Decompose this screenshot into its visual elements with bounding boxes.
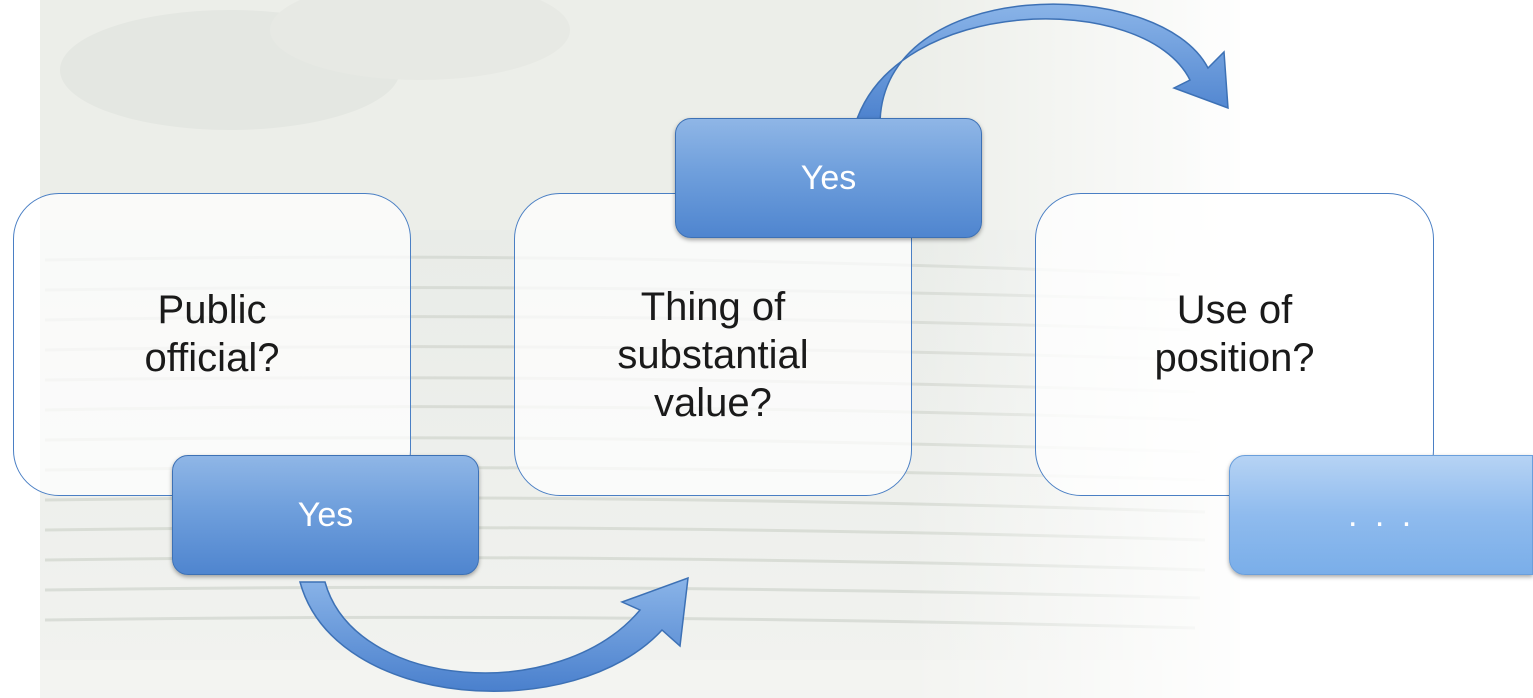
tab-label: . . .	[1348, 495, 1416, 534]
step-label: Use of position?	[1154, 287, 1315, 380]
tab-label: Yes	[297, 495, 354, 534]
tab-label: Yes	[800, 158, 857, 197]
step-card-thing-of-value: Thing of substantial value?	[514, 193, 912, 496]
step-card-use-of-position: Use of position?	[1035, 193, 1434, 496]
continuation-tab: . . .	[1229, 455, 1533, 575]
yes-tab-1: Yes	[172, 455, 479, 575]
step-card-public-official: Public official?	[13, 193, 411, 496]
step-label: Thing of substantial value?	[617, 284, 809, 425]
yes-tab-2: Yes	[675, 118, 982, 238]
step-label: Public official?	[144, 287, 280, 380]
